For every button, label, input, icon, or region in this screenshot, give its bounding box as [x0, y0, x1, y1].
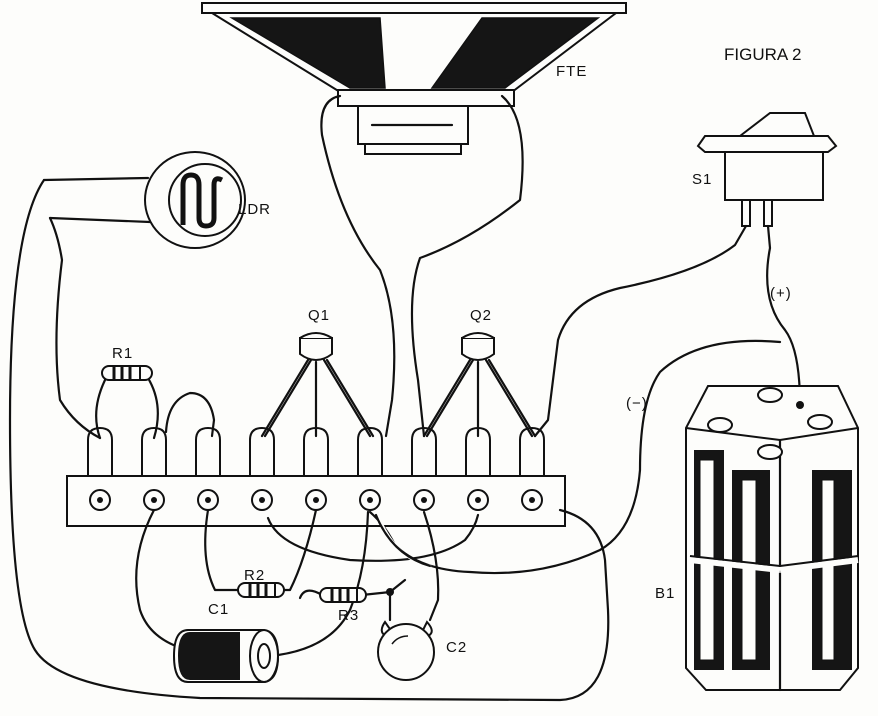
r2-right-lead [278, 508, 318, 592]
terminal-lug [141, 426, 167, 479]
c1-right-lead [268, 510, 370, 658]
r1-right-lead [146, 376, 159, 440]
solder-joint [386, 588, 394, 596]
q1-label: Q1 [308, 307, 330, 324]
ldr-window [168, 163, 242, 237]
cross-wire-1 [266, 513, 480, 562]
figure-title: FIGURA 2 [724, 45, 801, 64]
r2-label: R2 [244, 567, 265, 584]
q1-body [299, 337, 333, 361]
speaker-label: FTE [556, 63, 587, 80]
ldr-sensor [144, 151, 246, 249]
switch-positive-wire [766, 224, 802, 407]
q2-label: Q2 [470, 307, 492, 324]
ldr-lead-bottom [48, 216, 152, 224]
speaker-lead-left [320, 94, 396, 438]
q2-legs [422, 358, 534, 438]
resistor-r1 [101, 365, 153, 381]
q2-body [461, 337, 495, 361]
ldr-track [180, 172, 224, 229]
wires-lower [135, 508, 480, 658]
cross-wire-2 [374, 513, 432, 568]
speaker-cone-shade-left [229, 17, 386, 89]
q2-legs-shadow [425, 358, 537, 438]
switch-rocker [737, 112, 816, 137]
speaker-frame [337, 89, 515, 107]
c2-right-lead [422, 510, 440, 622]
switch-to-q2-wire [533, 224, 748, 438]
terminal-lug [357, 426, 383, 479]
switch-lug-1 [741, 199, 751, 227]
battery-holder-b1 [685, 385, 859, 692]
speaker [201, 2, 627, 155]
terminal-lug [87, 426, 113, 479]
switch-label: S1 [692, 171, 712, 188]
r1-left-lead [95, 376, 108, 440]
c1-label: C1 [208, 601, 229, 618]
battery-label: B1 [655, 585, 675, 602]
q1-legs [260, 358, 372, 438]
ldr-label: LDR [238, 201, 271, 218]
speaker-lead-right [410, 94, 524, 438]
r3-left-lead [298, 589, 324, 600]
transistor-q2 [422, 332, 537, 438]
r2-left-lead [204, 508, 242, 592]
r3-right-lead [360, 578, 407, 597]
switch-s1 [696, 112, 838, 227]
switch-flange [696, 135, 838, 153]
wires-upper [8, 94, 802, 702]
speaker-magnet-base [364, 143, 462, 155]
switch-lug-2 [763, 199, 773, 227]
speaker-rim [201, 2, 627, 14]
r1-label: R1 [112, 345, 133, 362]
capacitor-c1 [172, 629, 280, 683]
switch-body [724, 151, 824, 201]
jumper-wire [164, 391, 216, 438]
transistor-q1 [260, 332, 375, 438]
ldr-to-r1-wire [48, 216, 102, 440]
c2-label: C2 [446, 639, 467, 656]
terminal-screws [89, 489, 543, 511]
capacitor-c2 [377, 620, 435, 681]
q1-legs-shadow [263, 358, 375, 438]
terminal-lug [195, 426, 221, 479]
q2-top [461, 332, 495, 339]
c1-left-lead [135, 508, 190, 652]
resistor-r3 [319, 587, 394, 603]
ldr-lead-top [42, 176, 150, 182]
negative-label: (−) [626, 395, 648, 412]
q1-top [299, 332, 333, 339]
positive-label: (+) [770, 285, 792, 302]
r3-label: R3 [338, 607, 359, 624]
resistor-r2 [237, 582, 285, 598]
terminal-lug [519, 426, 545, 479]
terminal-lug [249, 426, 275, 479]
long-loop-wire [8, 178, 610, 702]
speaker-cone-shade-right [430, 17, 601, 89]
